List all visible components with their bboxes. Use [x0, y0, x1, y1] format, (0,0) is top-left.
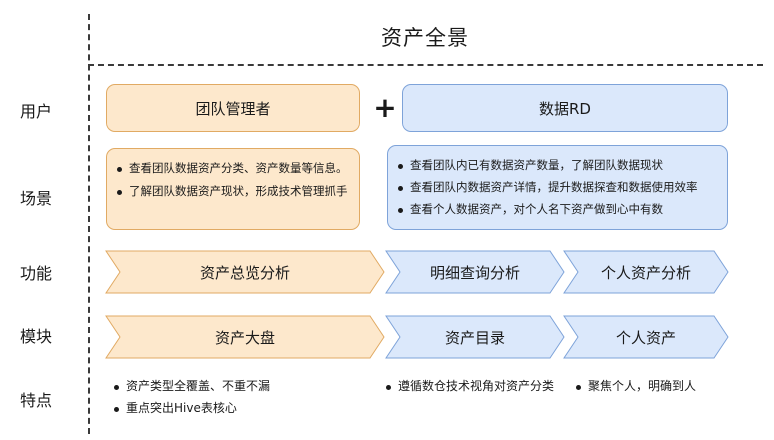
scene-rd-box: 查看团队内已有数据资产数量，了解团队数据现状查看团队内数据资产详情，提升数据探查… [387, 145, 728, 230]
row-label-functions: 功能 [20, 264, 53, 283]
row-label-users: 用户 [20, 102, 53, 121]
row-label-scenes: 场景 [20, 189, 53, 208]
bullet-item: 重点突出Hive表核心 [113, 397, 270, 419]
user-team-manager: 团队管理者 [106, 84, 360, 132]
function-detail-label: 明细查询分析 [429, 264, 520, 282]
row-label-modules: 模块 [20, 327, 53, 346]
function-personal-label: 个人资产分析 [600, 264, 691, 282]
features-dashboard-list: 资产类型全覆盖、不重不漏重点突出Hive表核心 [113, 375, 270, 419]
module-arrow-personal [563, 315, 729, 359]
module-dashboard-label: 资产大盘 [214, 329, 275, 347]
scene-manager-box: 查看团队数据资产分类、资产数量等信息。了解团队数据资产现状，形成技术管理抓手 [106, 148, 360, 230]
bullet-item: 查看团队内已有数据资产数量，了解团队数据现状 [398, 154, 717, 176]
features-personal-list: 聚焦个人，明确到人 [575, 375, 696, 397]
module-arrow-catalog [385, 315, 565, 359]
user-data-rd: 数据RD [402, 84, 728, 132]
scene-manager-list: 查看团队数据资产分类、资产数量等信息。了解团队数据资产现状，形成技术管理抓手 [117, 157, 349, 203]
bullet-item: 查看个人数据资产，对个人名下资产做到心中有数 [398, 198, 717, 220]
bullet-item: 资产类型全覆盖、不重不漏 [113, 375, 270, 397]
function-arrow-personal [563, 250, 729, 294]
bullet-item: 了解团队数据资产现状，形成技术管理抓手 [117, 180, 349, 203]
bullet-item: 查看团队数据资产分类、资产数量等信息。 [117, 157, 349, 180]
bullet-item: 聚焦个人，明确到人 [575, 375, 696, 397]
diagram-title: 资产全景 [381, 26, 469, 50]
scene-rd-list: 查看团队内已有数据资产数量，了解团队数据现状查看团队内数据资产详情，提升数据探查… [398, 154, 717, 220]
row-label-features: 特点 [20, 391, 53, 410]
vertical-divider [88, 14, 90, 434]
horizontal-divider [88, 64, 763, 66]
module-catalog-label: 资产目录 [444, 329, 505, 347]
function-arrow-detail [385, 250, 565, 294]
module-arrow-dashboard [105, 315, 385, 359]
bullet-item: 遵循数仓技术视角对资产分类 [385, 375, 554, 397]
module-personal-label: 个人资产 [615, 329, 676, 347]
function-arrow-overview [105, 250, 385, 294]
features-catalog-list: 遵循数仓技术视角对资产分类 [385, 375, 554, 397]
bullet-item: 查看团队内数据资产详情，提升数据探查和数据使用效率 [398, 176, 717, 198]
plus-sign: + [373, 91, 397, 124]
function-overview-label: 资产总览分析 [199, 264, 290, 282]
